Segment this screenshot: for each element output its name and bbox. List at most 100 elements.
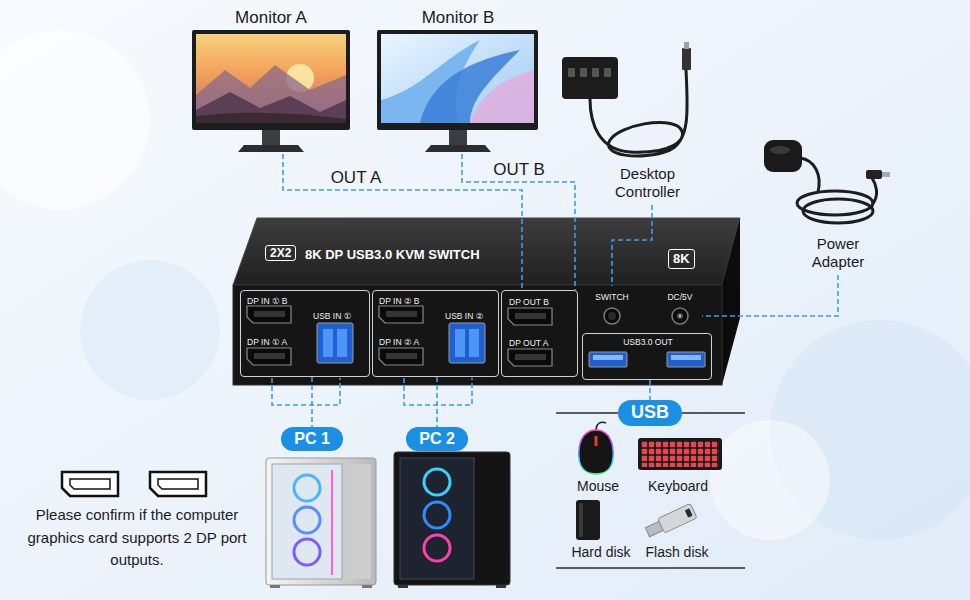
connector-line [612,205,652,286]
dp-connector-symbol-inner-part [158,479,198,489]
dp-port-part [247,348,291,365]
monitor-a-picture-part [196,65,346,123]
monitor: Monitor A [190,4,352,154]
hard-disk-picture-part [576,500,600,540]
mouse-picture-part [579,430,613,474]
port-label: DC/5V [658,292,702,302]
pc-1-picture-part [266,458,376,585]
pc-name: PC 1 [294,429,330,448]
device-name: Desktop Controller [598,165,698,201]
usb-b-port-part [449,323,485,363]
usb-a-port-part [671,355,701,360]
pc-1-picture-part [294,539,320,565]
connector-line [702,275,838,316]
dp-port-slot-part [254,353,285,359]
connector-line [283,154,522,290]
usb-tag: USB [618,400,682,426]
usb-b-port-part [317,323,353,363]
mouse-picture-part [595,436,598,446]
desktop-controller-picture [562,42,691,156]
usb-device: Keyboard [632,425,724,497]
connector-line [436,377,438,427]
dp-port-slot-part [386,353,417,359]
desktop-controller-picture-part [568,68,575,77]
port-label: USB3.0 OUT [583,337,713,347]
device-name: Mouse [563,478,633,495]
usb-bracket-line-part [556,567,745,569]
pc-2-picture-part [424,469,450,495]
mouse-picture [579,422,613,474]
usb-name: USB [631,402,669,424]
desktop-controller-picture-part [580,68,587,77]
port-label: DP IN ② A [379,337,419,347]
port-label: DP OUT B [509,297,549,307]
pc-2-picture-part [400,458,474,579]
jack-part [679,315,681,317]
desktop-controller-picture-part [592,68,599,77]
pc-1-picture-part [270,585,280,588]
power-adapter-picture-part [770,146,790,154]
switch-jack: SWITCH [590,286,634,330]
power-adapter-picture-part [803,199,873,223]
usb-device: Flash disk [637,496,717,562]
port-label: DP IN ② B [379,296,420,306]
monitor-a-picture-part [196,113,346,123]
dp-port-slot [254,311,546,360]
pc-tag: PC 2 [406,427,468,450]
pc-1-picture-part [294,507,320,533]
port-label: SWITCH [590,292,634,302]
flash-disk-picture-part [685,508,693,517]
pc-1-picture-part [362,585,372,588]
monitor-name: Monitor A [190,8,352,28]
monitor-a-picture-part [192,30,350,130]
kvm-switch: DP IN ① BUSB IN ①DP IN ① ADP IN ② BUSB I… [233,218,740,385]
desktop-controller: Desktop Controller [575,48,720,205]
dp-port-slot-part [386,311,417,317]
monitor-a-picture [192,30,350,152]
pc-2-picture-part [485,462,488,575]
power-adapter-picture-part [882,172,890,177]
pc-1-picture-part [345,464,371,579]
kvm-switch-housing-part [233,285,722,385]
connector-label: OUT A [331,167,382,188]
pc-2-picture-part [398,585,408,588]
mouse-picture-part [596,422,606,430]
port-panel: DP IN ② BUSB IN ②DP IN ② A [372,290,499,377]
monitor-b-picture-part [381,34,534,123]
usb-b-port-part [469,329,479,357]
usb-device: Mouse [563,425,633,497]
usb-b-port-part [337,329,347,357]
background-part [0,30,150,210]
usb-a-port-part [589,352,627,367]
background-part [80,260,220,400]
pc-1-picture [266,458,376,588]
product-title: 2X2 [265,245,296,261]
pc-2-picture [394,452,510,588]
monitor-b-picture-part [377,30,538,130]
connector-line [649,380,651,400]
pc-name: PC 2 [419,429,455,448]
keyboard-picture [638,438,722,470]
background-part [710,420,830,540]
dp-port-slot-part [254,311,285,317]
dp-port-slot-part [515,354,546,360]
power-adapter-picture-part [764,140,802,172]
dp-connector-symbol-part [150,472,206,496]
keyboard-picture-part [641,441,719,467]
usb-device: Hard disk [562,496,640,562]
dp-port-part [379,348,423,365]
dp-port [247,306,552,366]
dp-connector-symbol-inner [70,479,198,489]
monitor-b-picture [377,30,538,152]
connector-line [311,377,313,427]
port-panel: DP OUT BDP OUT A [501,290,578,377]
pc-2-picture-part [496,585,506,588]
power-adapter-picture-part [800,158,819,192]
product-title: 8K DP USB3.0 KVM SWITCH [305,247,480,263]
dp-connector-symbol [62,472,206,496]
usb-bracket-line [556,413,745,568]
monitor-a-picture-part [196,34,346,123]
pc-2-picture-part [424,502,450,528]
